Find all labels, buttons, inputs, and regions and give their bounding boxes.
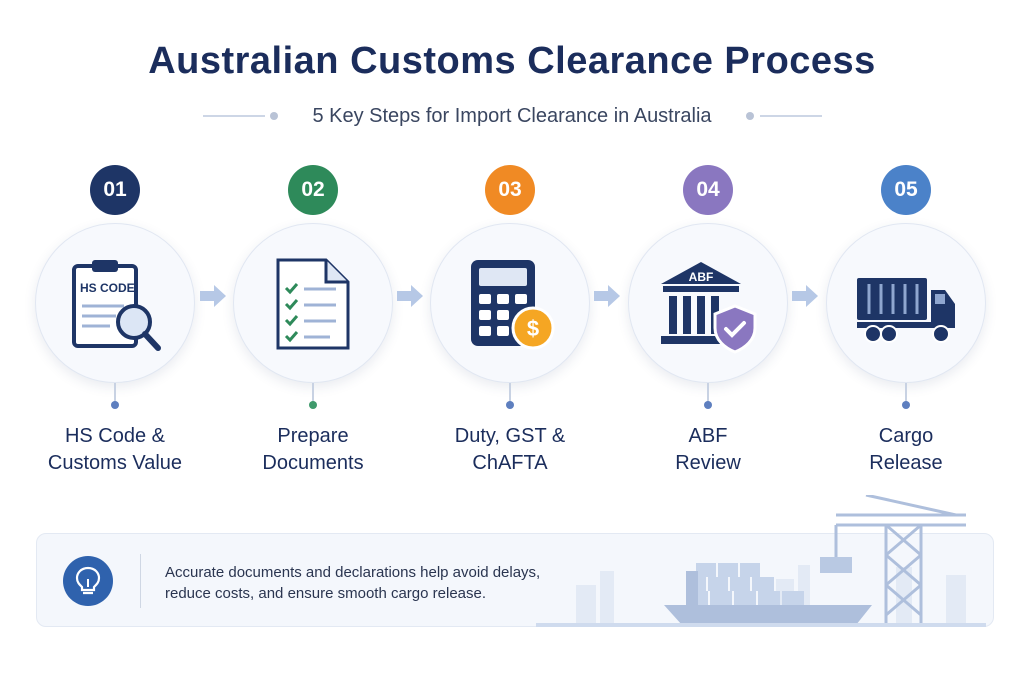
step-label-line1: Cargo [878,425,934,447]
step-stem-dot [111,401,119,409]
page-subtitle: 5 Key Steps for Import Clearance in Aust… [312,105,712,127]
subtitle-row: 5 Key Steps for Import Clearance in Aust… [0,102,1024,130]
step-number-badge: 01 [90,165,140,215]
subtitle-dot-right [746,112,754,120]
page-title: Australian Customs Clearance Process [148,40,876,82]
step-icon-circle [233,223,393,383]
step-label-line2: Review [675,452,741,474]
arrow-right-icon [200,285,226,307]
step-stem-dot [902,401,910,409]
step-label-line2: Customs Value [47,452,183,474]
arrow-right-icon [594,285,620,307]
step-stem-dot [309,401,317,409]
step-label: Cargo Release [806,423,1006,477]
step-stem-dot [704,401,712,409]
lightbulb-badge [63,556,113,606]
step-stem [114,383,116,403]
clipboard-magnifier-icon: HS CODE [72,260,161,351]
svg-text:$: $ [527,316,539,341]
info-divider [140,554,141,608]
step-label: ABF Review [608,423,808,477]
step-number-badge: 02 [288,165,338,215]
step-stem [509,383,511,403]
container-truck-icon [857,278,955,343]
step-icon-circle: $ [430,223,590,383]
arrow-right-icon [397,285,423,307]
step-icon-circle: ABF [628,223,788,383]
step-label: Duty, GST & ChAFTA [410,423,610,477]
abf-text: ABF [689,270,714,284]
step-label-line2: Documents [262,452,364,474]
step-label-line1: ABF [688,425,728,447]
info-text-line2: reduce costs, and ensure smooth cargo re… [165,585,487,602]
info-text: Accurate documents and declarations help… [165,562,605,604]
step-number-badge: 04 [683,165,733,215]
subtitle-dot-left [270,112,278,120]
info-text-line1: Accurate documents and declarations help… [165,564,541,581]
hs-code-text: HS CODE [80,281,135,295]
subtitle-divider-right [760,115,822,117]
step-icon-circle [826,223,986,383]
checklist-document-icon [276,258,350,350]
lightbulb-icon [75,566,101,595]
step-stem [312,383,314,403]
step-label: HS Code & Customs Value [15,423,215,477]
step-number-badge: 05 [881,165,931,215]
step-label-line2: ChAFTA [472,452,548,474]
step-label: Prepare Documents [213,423,413,477]
arrow-right-icon [792,285,818,307]
step-label-line1: HS Code & [64,425,166,447]
step-number-badge: 03 [485,165,535,215]
step-stem [905,383,907,403]
step-label-line1: Prepare [277,425,349,447]
calculator-dollar-icon: $ [471,260,555,350]
step-label-line2: Release [869,452,943,474]
subtitle-divider-left [203,115,265,117]
step-stem-dot [506,401,514,409]
step-stem [707,383,709,403]
port-crane-ship-illustration [536,495,986,627]
step-icon-circle: HS CODE [35,223,195,383]
step-label-line1: Duty, GST & [454,425,566,447]
government-building-shield-icon: ABF [661,262,757,354]
